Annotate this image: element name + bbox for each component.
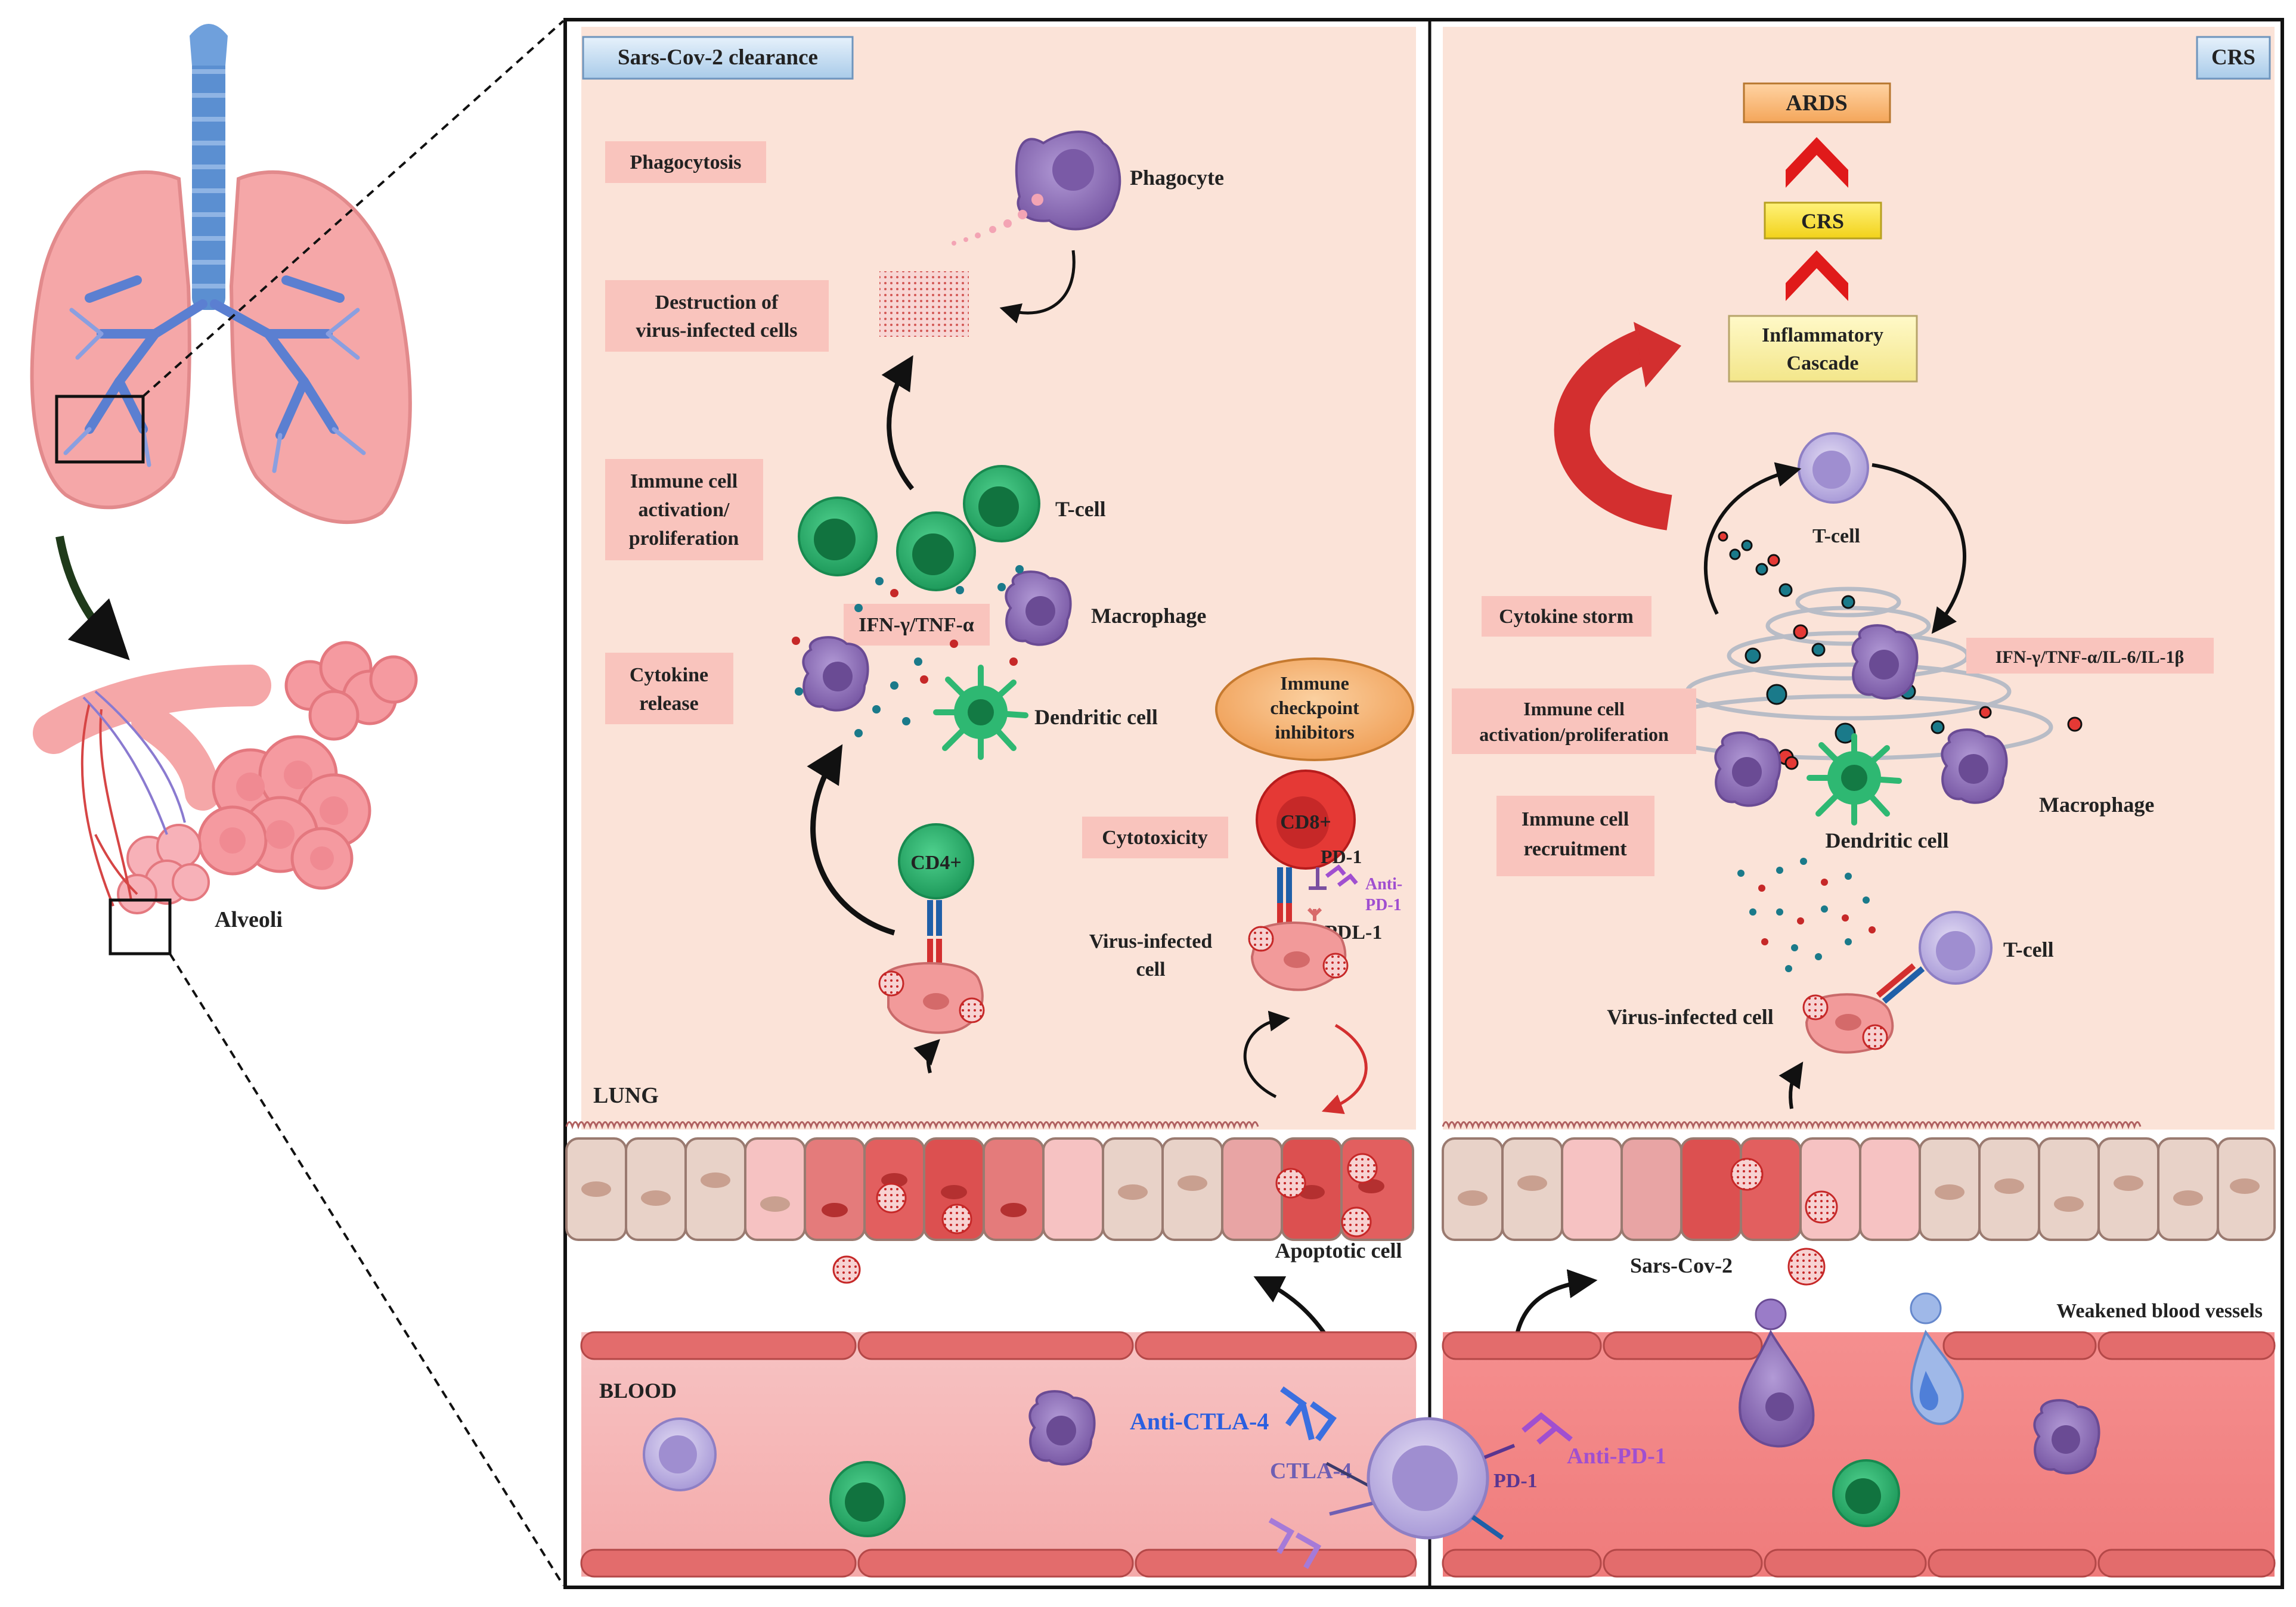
- crs-box: [1764, 201, 1882, 240]
- destruction-label-1: Destruction of: [655, 291, 779, 314]
- right-panel: CRS ARDS CRS Inflammatory Cascade T-cell: [1452, 36, 2271, 1109]
- cytotoxicity-label: Cytotoxicity: [1102, 827, 1208, 849]
- ifn-tnf-label: IFN-γ/TNF-α: [859, 614, 974, 636]
- free-virus-right: [1787, 1248, 1826, 1286]
- lung-label: LUNG: [593, 1083, 659, 1108]
- immune-activation-3: proliferation: [629, 528, 739, 550]
- inflammatory-label-2: Cascade: [1787, 352, 1859, 374]
- anti-pd1-label-top-1: Anti-: [1365, 875, 1402, 894]
- cd4-label: CD4+: [910, 852, 961, 874]
- destroyed-cell-debris: [879, 271, 969, 337]
- epithelium-strip: [565, 1121, 2276, 1241]
- phagocyte-label: Phagocyte: [1130, 166, 1224, 190]
- blood-label: BLOOD: [599, 1379, 677, 1403]
- checkpoint-label-1: Immune: [1280, 672, 1349, 694]
- t-cell-top-label: T-cell: [1812, 525, 1860, 547]
- crs-box-label: CRS: [1801, 209, 1844, 233]
- dendritic-cell: [933, 665, 1028, 760]
- t-cell-label: T-cell: [1055, 497, 1106, 521]
- cd8-label: CD8+: [1280, 811, 1331, 833]
- immune-activation-right-2: activation/proliferation: [1479, 724, 1669, 745]
- recruitment-label-1: Immune cell: [1522, 808, 1629, 830]
- right-panel-bg: [1443, 27, 2275, 1130]
- virus-infected-label-2: cell: [1136, 958, 1165, 981]
- dendritic-cell-right: [1807, 733, 1902, 826]
- blood-vessel: BLOOD Anti-CTLA-4 CTLA-4 Anti-PD-1 PD-1: [580, 1292, 2276, 1578]
- pd1-label: PD-1: [1494, 1470, 1538, 1492]
- anti-ctla4-label: Anti-CTLA-4: [1130, 1408, 1269, 1435]
- cytokine-dots-lower: [1737, 858, 1876, 972]
- inflammatory-label-1: Inflammatory: [1762, 324, 1883, 346]
- up-chevron-2: [1786, 250, 1848, 301]
- dendritic-right-label: Dendritic cell: [1826, 829, 1949, 852]
- inflammatory-box: [1728, 315, 1918, 383]
- right-panel-header-text: CRS: [2211, 45, 2255, 70]
- cytokine-release-2: release: [639, 693, 698, 715]
- checkpoint-label-2: checkpoint: [1270, 697, 1359, 718]
- left-panel-header-text: Sars-Cov-2 clearance: [618, 45, 818, 70]
- destruction-label-2: virus-infected cells: [636, 319, 798, 342]
- phagocytosis-label: Phagocytosis: [630, 151, 742, 173]
- checkpoint-label-3: inhibitors: [1275, 721, 1354, 743]
- right-panel-header: [2196, 36, 2271, 80]
- cytokine-dots-right: [1718, 531, 2083, 770]
- anti-pd1-antibody-lower: [1268, 1518, 1322, 1569]
- red-curved-arrow: [1554, 329, 1672, 531]
- anti-pd1-antibody-right: [1522, 1412, 1573, 1445]
- t-cell-bottom-label: T-cell: [2003, 938, 2054, 961]
- pd1-label-top: PD-1: [1321, 846, 1362, 867]
- immune-activation-2: activation/: [639, 499, 730, 521]
- virus-infected-right-label: Virus-infected cell: [1607, 1005, 1774, 1029]
- cytokines-label: IFN-γ/TNF-α/IL-6/IL-1β: [1996, 647, 2185, 667]
- anti-ctla4-antibody: [1280, 1386, 1337, 1441]
- immune-activation-1: Immune cell: [630, 470, 738, 492]
- free-virus-left: [832, 1255, 861, 1284]
- cd4-cell: [898, 823, 974, 899]
- apoptotic-label: Apoptotic cell: [1275, 1239, 1402, 1262]
- immune-activation-right-1: Immune cell: [1523, 698, 1625, 719]
- left-panel: Sars-Cov-2 clearance Phagocytosis Destru…: [582, 36, 1414, 1114]
- cytokine-dots-left: [792, 565, 1024, 737]
- ards-label: ARDS: [1786, 91, 1847, 116]
- cytokine-storm-label: Cytokine storm: [1499, 606, 1634, 628]
- anti-pd1-label: Anti-PD-1: [1567, 1444, 1666, 1469]
- dendritic-label: Dendritic cell: [1034, 705, 1158, 729]
- virus-infected-label-1: Virus-infected: [1089, 930, 1213, 953]
- sars-label: Sars-Cov-2: [1630, 1254, 1733, 1277]
- lung-illustration: Alveoli: [30, 24, 418, 955]
- recruitment-label-2: recruitment: [1523, 838, 1627, 860]
- left-panel-header: [582, 36, 854, 80]
- alveoli-label: Alveoli: [215, 907, 283, 932]
- anti-pd1-label-top-2: PD-1: [1365, 896, 1402, 914]
- up-chevron-1: [1786, 137, 1848, 188]
- phagocyte-nucleus: [1052, 149, 1094, 191]
- macrophage-label: Macrophage: [1091, 604, 1206, 628]
- checkpoint-inhibitors-ellipse: [1215, 657, 1414, 761]
- weakened-label: Weakened blood vessels: [2056, 1300, 2263, 1322]
- zoom-lines: [142, 20, 565, 1587]
- macrophage-right-label: Macrophage: [2039, 793, 2154, 817]
- ards-box: [1743, 82, 1891, 123]
- cytokine-release-1: Cytokine: [630, 664, 708, 686]
- extravasating-macrophage: [1739, 1329, 1815, 1448]
